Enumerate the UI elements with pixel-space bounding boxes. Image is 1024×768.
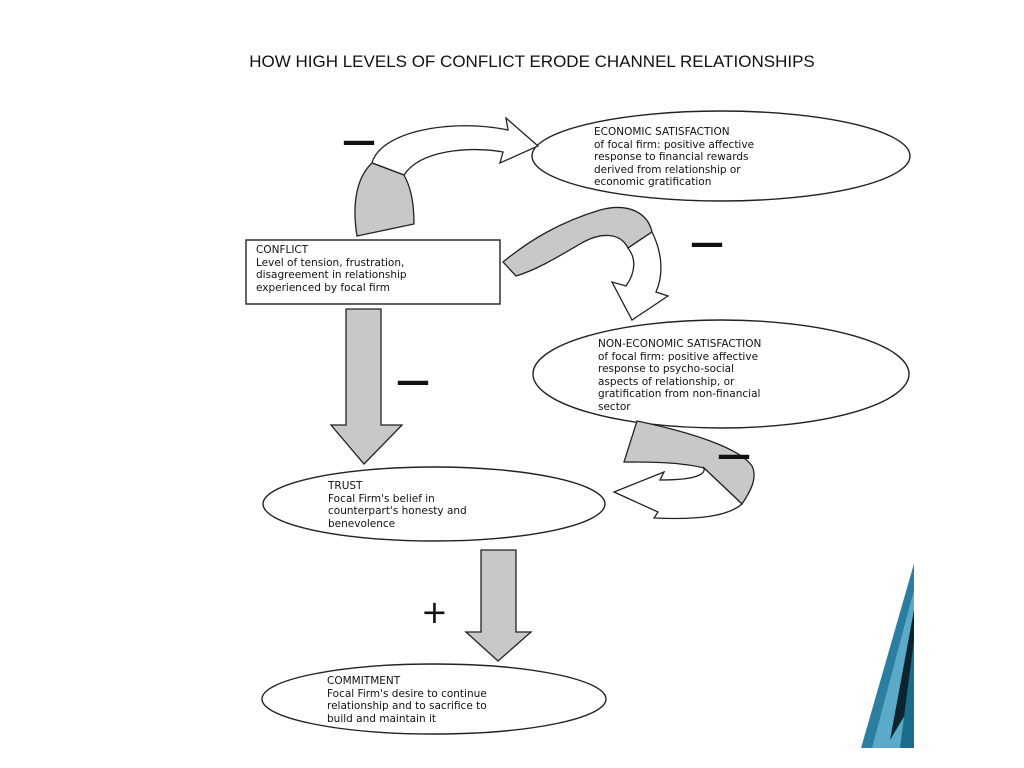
- sign-conflict-to-economic: —: [342, 121, 376, 161]
- economic-satisfaction-body: of focal firm: positive affective respon…: [594, 138, 755, 189]
- curved-arrow-conflict-to-economic: [354, 116, 540, 237]
- curved-arrow-conflict-to-non-economic: [502, 206, 670, 321]
- non-economic-satisfaction-body: of focal firm: positive affective respon…: [598, 350, 761, 413]
- sign-conflict-to-non-economic: —: [690, 223, 724, 263]
- trust-heading: TRUST: [328, 480, 363, 492]
- economic-satisfaction-ellipse: [531, 110, 911, 202]
- commitment-ellipse: [261, 663, 607, 735]
- non-economic-satisfaction-label: NON-ECONOMIC SATISFACTION of focal firm:…: [598, 338, 858, 413]
- arrow-trust-to-commitment: [464, 549, 533, 662]
- conflict-box: [245, 239, 501, 305]
- economic-satisfaction-label: ECONOMIC SATISFACTION of focal firm: pos…: [594, 126, 834, 189]
- curved-arrow-non-economic-to-trust: [612, 420, 755, 520]
- trust-label: TRUST Focal Firm's belief in counterpart…: [328, 480, 548, 530]
- commitment-body: Focal Firm's desire to continue relation…: [327, 687, 487, 725]
- arrow-conflict-to-trust: [329, 308, 404, 465]
- non-economic-satisfaction-ellipse: [532, 319, 910, 429]
- conflict-body: Level of tension, frustration, disagreem…: [256, 256, 407, 294]
- commitment-heading: COMMITMENT: [327, 675, 401, 687]
- corner-decoration: [859, 559, 915, 749]
- trust-ellipse: [262, 466, 606, 542]
- sign-non-economic-to-trust: —: [717, 435, 751, 475]
- conflict-label: CONFLICT Level of tension, frustration, …: [256, 244, 496, 294]
- commitment-label: COMMITMENT Focal Firm's desire to contin…: [327, 675, 567, 725]
- trust-body: Focal Firm's belief in counterpart's hon…: [328, 492, 467, 530]
- non-economic-satisfaction-heading: NON-ECONOMIC SATISFACTION: [598, 338, 762, 350]
- slide-title: HOW HIGH LEVELS OF CONFLICT ERODE CHANNE…: [249, 52, 815, 71]
- conflict-heading: CONFLICT: [256, 244, 309, 256]
- sign-trust-to-commitment: +: [421, 593, 448, 631]
- sign-conflict-to-trust: —: [396, 361, 430, 401]
- economic-satisfaction-heading: ECONOMIC SATISFACTION: [594, 126, 730, 138]
